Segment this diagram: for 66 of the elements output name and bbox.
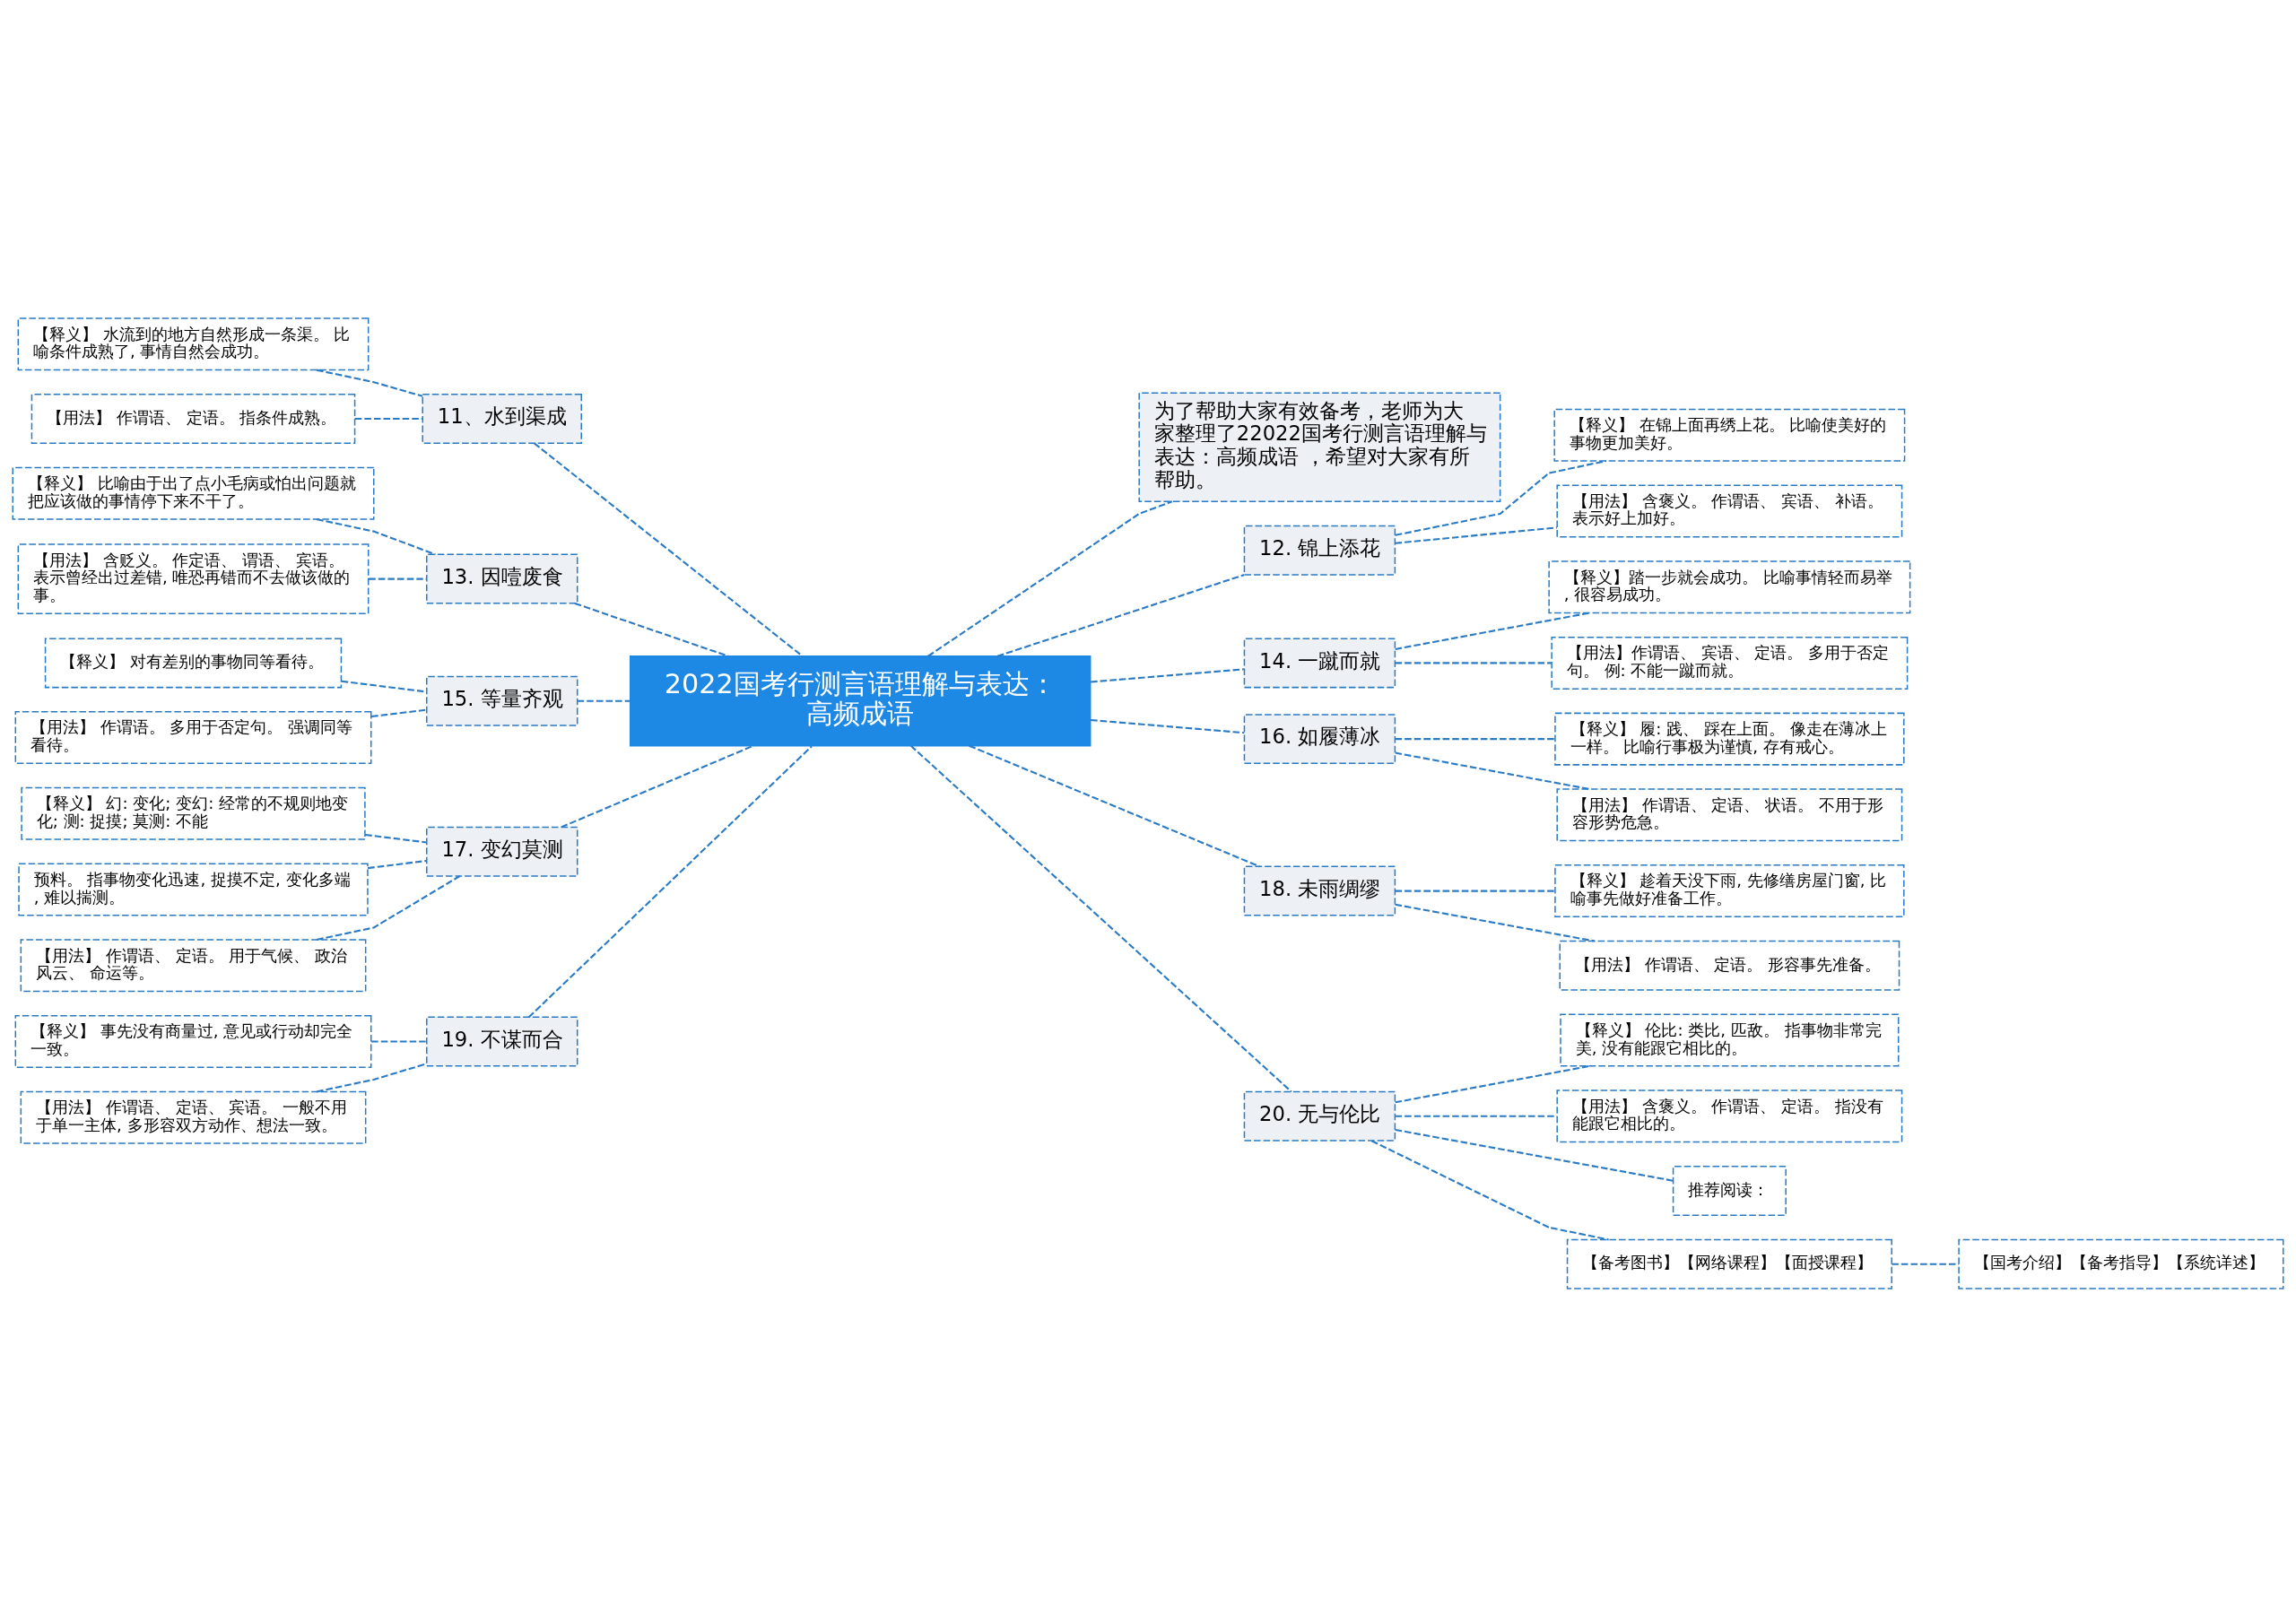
node-box: 为了帮助大家有效备考，老师为大家整理了22022国考行测言语理解与表达：高频成语 ，希望对大家有所帮助。: [1138, 392, 1501, 502]
node-box: 14. 一蹴而就: [1243, 637, 1396, 688]
connector: [577, 699, 631, 702]
connector: [316, 369, 423, 397]
connector: [1395, 737, 1555, 740]
node-box: 【释义】 水流到的地方自然形成一条渠。 比喻条件成熟了, 事情自然会成功。: [17, 317, 370, 370]
node-box: 【释义】 在锦上面再绣上花。 比喻使美好的事物更加美好。: [1553, 408, 1906, 462]
connector: [1395, 890, 1555, 892]
node-box: 【备考图书】【网络课程】【面授课程】: [1566, 1238, 1892, 1289]
node-box: 17. 变幻莫测: [426, 826, 578, 877]
connector: [369, 577, 427, 580]
connector: [1395, 1115, 1557, 1117]
node-box: 18. 未雨绸缪: [1243, 865, 1396, 916]
node-box: 16. 如履薄冰: [1243, 713, 1396, 764]
node-box: 13. 因噎废食: [426, 553, 578, 604]
node-box: 【用法】 作谓语、 定语。 指条件成熟。: [30, 393, 356, 444]
connector: [1370, 1139, 1609, 1240]
node-box: 预料。 指事物变化迅速, 捉摸不定, 变化多端, 难以揣测。: [18, 863, 369, 916]
node-box: 19. 不谋而合: [426, 1016, 578, 1067]
node-box: 11、水到渠成: [422, 393, 582, 444]
connector: [1395, 1064, 1590, 1103]
node-box: 【释义】 比喻由于出了点小毛病或怕出问题就把应该做的事情停下来不干了。: [12, 466, 375, 520]
connector: [354, 417, 423, 420]
node-box: 【用法】 作谓语、 定语、 宾语。 一般不用于单一主体, 多形容双方动作、想法一致。: [20, 1090, 367, 1144]
node-box: 【用法】 含褒义。 作谓语、 定语。 指没有能跟它相比的。: [1556, 1089, 1903, 1142]
connector: [574, 602, 729, 657]
node-box: 【释义】 幻: 变化; 变幻: 经常的不规则地变化; 测: 捉摸; 莫测: 不能: [21, 786, 366, 840]
node-box: 【用法】 含贬义。 作定语、 谓语、 宾语。表示曾经出过差错, 唯恐再错而不去做该做的事。: [17, 543, 370, 614]
node-box: 【用法】 作谓语。 多用于否定句。 强调同等看待。: [14, 710, 372, 764]
node-box: 【释义】 伦比: 类比, 匹敌。 指事物非常完美, 没有能跟它相比的。: [1560, 1013, 1900, 1067]
connector: [534, 442, 804, 656]
node-box: 15. 等量齐观: [426, 675, 578, 726]
connector: [996, 573, 1245, 657]
connector: [528, 744, 813, 1018]
connector: [561, 744, 753, 828]
node-box: 【释义】踏一步就会成功。 比喻事情轻而易举, 很容易成功。: [1548, 560, 1911, 613]
connector: [910, 744, 1292, 1092]
node-box: 【释义】 对有差别的事物同等看待。: [44, 637, 343, 688]
node-box: 【用法】作谓语、 宾语、 定语。 多用于否定句。 例: 不能一蹴而就。: [1551, 636, 1909, 690]
node-box: 【国考介绍】【备考指导】【系统详述】: [1958, 1238, 2284, 1289]
node-box: 【用法】 作谓语、 定语。 形容事先准备。: [1559, 940, 1900, 991]
connector: [1395, 1128, 1674, 1182]
node-box: 【用法】 作谓语、 定语。 用于气候、 政治风云、 命运等。: [20, 938, 367, 992]
node-box: 【用法】 作谓语、 定语、 状语。 不用于形容形势危急。: [1556, 787, 1903, 841]
connector: [367, 859, 427, 869]
node-box: 2022国考行测言语理解与表达：高频成语: [630, 655, 1091, 746]
node-box: 推荐阅读：: [1672, 1165, 1787, 1216]
node-box: 【释义】 事先没有商量过, 意见或行动却完全一致。: [14, 1014, 372, 1068]
node-box: 【释义】 趁着天没下雨, 先修缮房屋门窗, 比喻事先做好准备工作。: [1554, 864, 1905, 917]
node-box: 【用法】 含褒义。 作谓语、 宾语、 补语。表示好上加好。: [1556, 483, 1903, 537]
connector: [1395, 903, 1596, 942]
connector: [371, 1040, 427, 1043]
node-box: 20. 无与伦比: [1243, 1090, 1396, 1142]
connector: [969, 744, 1260, 867]
connector: [370, 708, 427, 717]
connector: [1395, 661, 1552, 664]
connector: [316, 874, 461, 941]
connector: [341, 680, 427, 693]
node-box: 【释义】 履: 践、 踩在上面。 像走在薄冰上一样。 比喻行事极为谨慎, 存有戒心。: [1554, 712, 1905, 766]
connector: [316, 1062, 427, 1092]
connector: [1090, 718, 1245, 734]
connector: [927, 499, 1173, 657]
node-box: 12. 锦上添花: [1243, 525, 1396, 576]
connector: [1090, 667, 1245, 683]
connector: [364, 833, 427, 843]
connector: [1395, 525, 1558, 544]
